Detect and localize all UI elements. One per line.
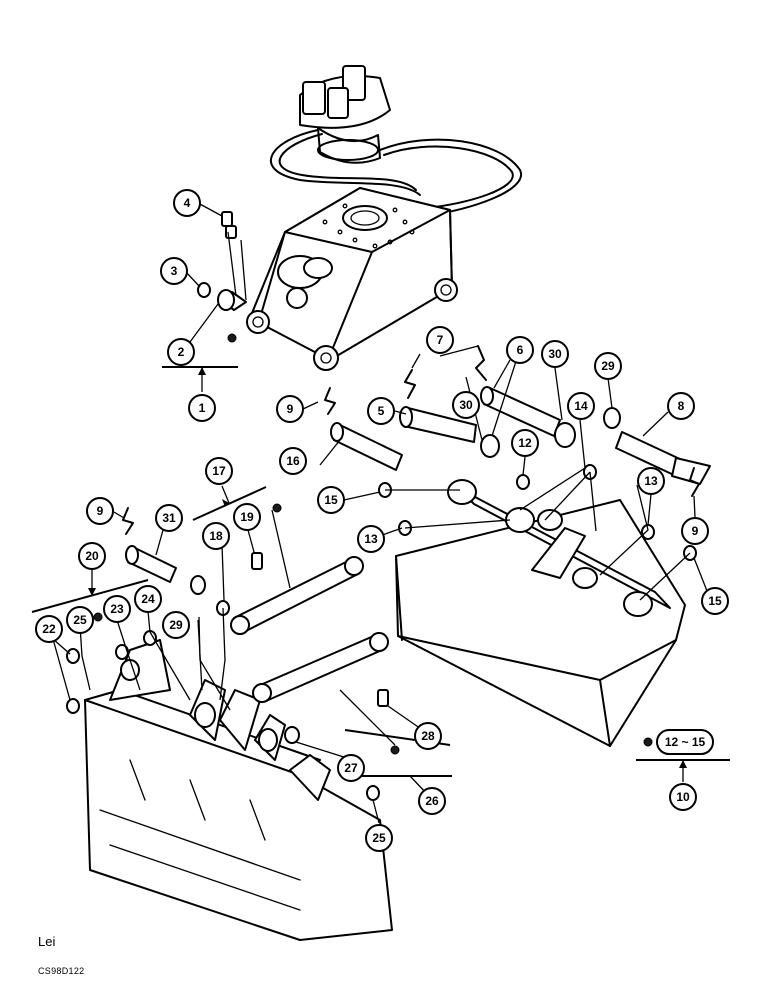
- bushing-part: [217, 289, 247, 311]
- callout-15-left: 15: [317, 486, 345, 514]
- svg-text:15: 15: [708, 594, 722, 608]
- link-26: [252, 632, 389, 703]
- callouts: 1 2 3 4 5 6 7 8 9 9 9 10 12 ~ 15 12 13 1…: [35, 189, 729, 852]
- callout-12-15: 12 ~ 15: [656, 729, 714, 755]
- grease-fitting-part: [221, 211, 237, 239]
- svg-text:25: 25: [73, 613, 87, 627]
- svg-text:23: 23: [110, 602, 124, 616]
- svg-text:24: 24: [141, 592, 155, 606]
- callout-10: 10: [669, 783, 697, 811]
- svg-text:9: 9: [287, 402, 294, 416]
- svg-text:15: 15: [324, 493, 338, 507]
- callout-13-left: 13: [357, 525, 385, 553]
- svg-text:9: 9: [692, 524, 699, 538]
- svg-text:22: 22: [42, 622, 56, 636]
- svg-text:6: 6: [517, 343, 524, 357]
- callout-28: 28: [414, 722, 442, 750]
- svg-text:30: 30: [548, 347, 562, 361]
- pin-31: [125, 545, 177, 583]
- svg-text:17: 17: [212, 464, 226, 478]
- callout-12: 12: [511, 429, 539, 457]
- svg-text:20: 20: [85, 549, 99, 563]
- svg-text:3: 3: [171, 264, 178, 278]
- callout-30-lower: 30: [452, 391, 480, 419]
- link-17: [230, 556, 364, 635]
- group-brackets: [31, 366, 730, 796]
- svg-text:12: 12: [518, 436, 532, 450]
- callout-13-right: 13: [637, 467, 665, 495]
- callout-14: 14: [567, 392, 595, 420]
- o-ring-part: [197, 282, 211, 298]
- svg-text:14: 14: [574, 399, 588, 413]
- svg-text:29: 29: [601, 359, 615, 373]
- svg-text:12 ~ 15: 12 ~ 15: [665, 735, 706, 749]
- svg-text:13: 13: [364, 532, 378, 546]
- callout-8: 8: [667, 392, 695, 420]
- svg-text:26: 26: [425, 794, 439, 808]
- right-bucket: [395, 479, 686, 747]
- hydraulic-hoses: [269, 129, 523, 216]
- svg-text:18: 18: [209, 529, 223, 543]
- svg-text:31: 31: [162, 511, 176, 525]
- svg-text:5: 5: [378, 404, 385, 418]
- left-bucket: [84, 639, 393, 941]
- callout-30-upper: 30: [541, 340, 569, 368]
- callout-5: 5: [367, 397, 395, 425]
- svg-text:29: 29: [169, 618, 183, 632]
- svg-text:1: 1: [199, 401, 206, 415]
- callout-15-right: 15: [701, 587, 729, 615]
- callout-20: 20: [78, 542, 106, 570]
- callout-24: 24: [134, 585, 162, 613]
- svg-text:13: 13: [644, 474, 658, 488]
- callout-31: 31: [155, 504, 183, 532]
- svg-text:10: 10: [676, 790, 690, 804]
- pin-6: [480, 386, 561, 437]
- callout-17: 17: [205, 457, 233, 485]
- rotator-unit: [299, 65, 391, 164]
- reference-dots: [93, 333, 653, 755]
- callout-2: 2: [167, 338, 195, 366]
- svg-text:27: 27: [344, 761, 358, 775]
- svg-text:30: 30: [459, 398, 473, 412]
- callout-27: 27: [337, 754, 365, 782]
- svg-text:9: 9: [97, 504, 104, 518]
- pin-16: [330, 422, 403, 471]
- svg-text:16: 16: [286, 454, 300, 468]
- callout-26: 26: [418, 787, 446, 815]
- callout-9-left: 9: [86, 497, 114, 525]
- svg-text:19: 19: [240, 510, 254, 524]
- pivot-frame: [246, 187, 458, 371]
- callout-9-right: 9: [681, 517, 709, 545]
- svg-text:8: 8: [678, 399, 685, 413]
- callout-7: 7: [426, 326, 454, 354]
- svg-text:4: 4: [184, 196, 191, 210]
- callout-25-lower: 25: [365, 824, 393, 852]
- callout-3: 3: [160, 257, 188, 285]
- drawing-code: CS98D122: [38, 966, 85, 976]
- svg-text:2: 2: [178, 345, 185, 359]
- callout-4: 4: [173, 189, 201, 217]
- pin-5: [399, 406, 477, 443]
- callout-9-upper: 9: [276, 395, 304, 423]
- callout-29-left: 29: [162, 611, 190, 639]
- spring-clips: [122, 345, 700, 535]
- shims: [190, 407, 621, 595]
- author-mark: Lei: [38, 934, 56, 949]
- callout-6: 6: [506, 336, 534, 364]
- callout-19: 19: [233, 503, 261, 531]
- callout-18: 18: [202, 522, 230, 550]
- callout-25-upper: 25: [66, 606, 94, 634]
- svg-text:28: 28: [421, 729, 435, 743]
- callout-1: 1: [188, 394, 216, 422]
- svg-text:7: 7: [437, 333, 444, 347]
- svg-text:25: 25: [372, 831, 386, 845]
- callout-16: 16: [279, 447, 307, 475]
- callout-29-right: 29: [594, 352, 622, 380]
- callout-22: 22: [35, 615, 63, 643]
- callout-23: 23: [103, 595, 131, 623]
